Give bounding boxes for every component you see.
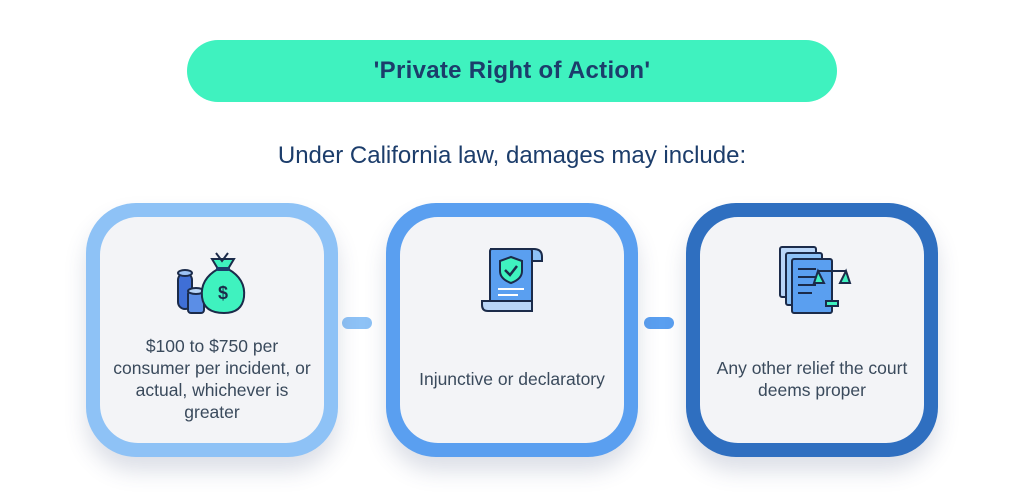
card-damages-amount: $ $100 to $750 per consumer per incident… <box>86 203 338 457</box>
money-bag-icon: $ <box>177 252 246 315</box>
dollar-sign: $ <box>218 283 228 303</box>
card-other-relief: Any other relief the court deems proper <box>686 203 938 457</box>
subtitle: Under California law, damages may includ… <box>277 142 747 169</box>
card-text: $100 to $750 per consumer per incident, … <box>113 336 311 422</box>
card-inner: Injunctive or declaratory <box>400 217 624 443</box>
connector-dash <box>342 317 372 329</box>
card-inner: $ $100 to $750 per consumer per incident… <box>100 217 324 443</box>
shield-scroll-icon <box>481 248 543 312</box>
legal-documents-scale-icon <box>779 246 852 314</box>
connector-dash <box>644 317 674 329</box>
title-text: 'Private Right of Action' <box>373 57 651 84</box>
card-inner: Any other relief the court deems proper <box>700 217 924 443</box>
card-text: Any other relief the court deems proper <box>716 358 908 400</box>
card-injunctive-relief: Injunctive or declaratory <box>386 203 638 457</box>
card-text: Injunctive or declaratory <box>419 369 605 389</box>
title-banner: 'Private Right of Action' <box>187 40 837 102</box>
